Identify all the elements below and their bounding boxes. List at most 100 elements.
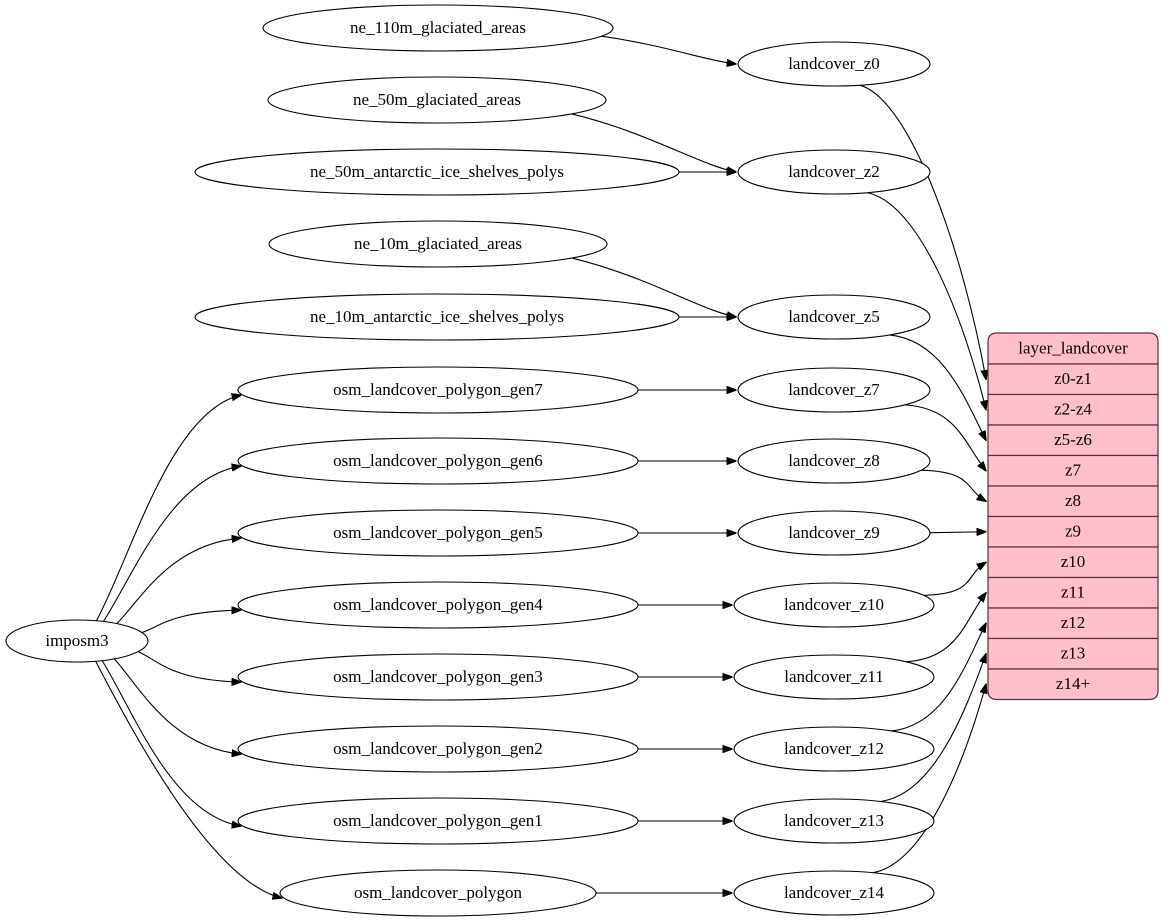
node-landcover_z9[interactable]: landcover_z9 [737,510,931,556]
node-ellipse [268,220,608,268]
edge-imposm3-to-osm_landcover_polygon_gen4 [141,610,241,634]
node-ne_50m_glaciated_areas[interactable]: ne_50m_glaciated_areas [267,76,607,124]
table-header-label: layer_landcover [1018,338,1128,357]
node-landcover_z12[interactable]: landcover_z12 [733,726,935,772]
node-ellipse [733,726,935,772]
edge-imposm3-to-osm_landcover_polygon_gen6 [102,466,241,622]
table-row-cell[interactable] [987,546,1159,579]
table-row-label: z12 [1061,613,1086,632]
table-row-label: z5-z6 [1054,430,1092,449]
node-ne_110m_glaciated_areas[interactable]: ne_110m_glaciated_areas [262,4,614,52]
node-label: landcover_z11 [784,667,883,686]
node-ellipse [737,149,931,195]
node-label: landcover_z9 [788,523,880,542]
edge-landcover_z10-to-table [923,562,986,596]
edge-imposm3-to-osm_landcover_polygon_gen7 [95,395,241,622]
node-osm_landcover_polygon_gen4[interactable]: osm_landcover_polygon_gen4 [237,581,639,629]
node-ellipse [733,798,935,844]
node-label: imposm3 [45,631,108,650]
edge-imposm3-to-osm_landcover_polygon [95,661,282,898]
node-label: landcover_z8 [788,451,880,470]
node-osm_landcover_polygon_gen5[interactable]: osm_landcover_polygon_gen5 [237,509,639,557]
node-label: landcover_z2 [788,162,880,181]
node-ellipse [237,725,639,773]
node-ellipse [237,581,639,629]
table-row-cell[interactable] [987,393,1159,426]
node-label: landcover_z7 [788,380,880,399]
table-row-label: z14+ [1056,674,1090,693]
edge-ne_110m_glaciated_areas-to-landcover_z0 [601,35,736,64]
table-row-label: z11 [1061,583,1085,602]
node-ellipse [237,509,639,557]
node-label: osm_landcover_polygon_gen1 [333,811,543,830]
edge-imposm3-to-osm_landcover_polygon_gen5 [116,538,241,625]
node-ellipse [237,797,639,845]
edge-landcover_z2-to-table [867,192,986,410]
node-ellipse [737,41,931,87]
node-ne_10m_glaciated_areas[interactable]: ne_10m_glaciated_areas [268,220,608,268]
node-ellipse [194,293,680,341]
node-landcover_z11[interactable]: landcover_z11 [733,654,935,700]
table-row-label: z13 [1061,644,1086,663]
node-landcover_z7[interactable]: landcover_z7 [737,367,931,413]
node-label: landcover_z14 [784,883,885,902]
node-ellipse [733,654,935,700]
table-row-cell[interactable] [987,454,1159,487]
node-landcover_z0[interactable]: landcover_z0 [737,41,931,87]
node-osm_landcover_polygon_gen3[interactable]: osm_landcover_polygon_gen3 [237,653,639,701]
node-ne_50m_antarctic_ice_shelves_polys[interactable]: ne_50m_antarctic_ice_shelves_polys [194,148,680,196]
node-osm_landcover_polygon[interactable]: osm_landcover_polygon [279,869,597,917]
table-row-label: z8 [1065,491,1081,510]
node-osm_landcover_polygon_gen2[interactable]: osm_landcover_polygon_gen2 [237,725,639,773]
node-osm_landcover_polygon_gen6[interactable]: osm_landcover_polygon_gen6 [237,437,639,485]
node-landcover_z14[interactable]: landcover_z14 [733,870,935,916]
edge-landcover_z5-to-table [889,334,986,440]
node-osm_landcover_polygon_gen7[interactable]: osm_landcover_polygon_gen7 [237,366,639,414]
table-row-cell[interactable] [987,363,1159,396]
node-imposm3[interactable]: imposm3 [5,619,149,663]
table-row-cell[interactable] [987,668,1159,701]
node-landcover_z10[interactable]: landcover_z10 [733,582,935,628]
edge-imposm3-to-osm_landcover_polygon_gen3 [138,651,241,682]
table-row-cell[interactable] [987,576,1159,609]
edge-ne_50m_glaciated_areas-to-landcover_z2 [571,113,736,172]
node-label: landcover_z13 [784,811,884,830]
node-landcover_z2[interactable]: landcover_z2 [737,149,931,195]
node-label: osm_landcover_polygon_gen4 [333,595,543,614]
node-ellipse [733,870,935,916]
node-ellipse [267,76,607,124]
edge-landcover_z11-to-table [906,593,986,663]
layer-landcover-table: layer_landcoverz0-z1z2-z4z5-z6z7z8z9z10z… [987,332,1159,701]
edge-landcover_z12-to-table [891,623,986,732]
node-ellipse [262,4,614,52]
edge-landcover_z14-to-table [872,684,986,874]
node-label: ne_110m_glaciated_areas [350,18,526,37]
node-ellipse [737,438,931,484]
node-label: osm_landcover_polygon_gen7 [333,380,543,399]
node-ne_10m_antarctic_ice_shelves_polys[interactable]: ne_10m_antarctic_ice_shelves_polys [194,293,680,341]
node-ellipse [237,653,639,701]
table-row-label: z0-z1 [1054,369,1092,388]
edge-landcover_z13-to-table [880,654,986,803]
node-ellipse [237,437,639,485]
edge-landcover_z7-to-table [904,404,986,471]
node-landcover_z13[interactable]: landcover_z13 [733,798,935,844]
node-landcover_z8[interactable]: landcover_z8 [737,438,931,484]
node-landcover_z5[interactable]: landcover_z5 [737,294,931,340]
table-row-cell[interactable] [987,515,1159,548]
node-osm_landcover_polygon_gen1[interactable]: osm_landcover_polygon_gen1 [237,797,639,845]
node-label: osm_landcover_polygon_gen2 [333,739,543,758]
edges-layer [95,35,986,898]
table-row-cell[interactable] [987,485,1159,518]
node-label: landcover_z5 [788,307,880,326]
node-ellipse [194,148,680,196]
node-label: osm_landcover_polygon_gen3 [333,667,543,686]
node-label: osm_landcover_polygon_gen6 [333,451,543,470]
node-label: ne_50m_antarctic_ice_shelves_polys [310,162,564,181]
edge-landcover_z8-to-table [921,469,986,501]
node-ellipse [737,367,931,413]
table-row-label: z9 [1065,522,1081,541]
table-row-cell[interactable] [987,637,1159,670]
node-label: ne_10m_glaciated_areas [354,234,522,253]
